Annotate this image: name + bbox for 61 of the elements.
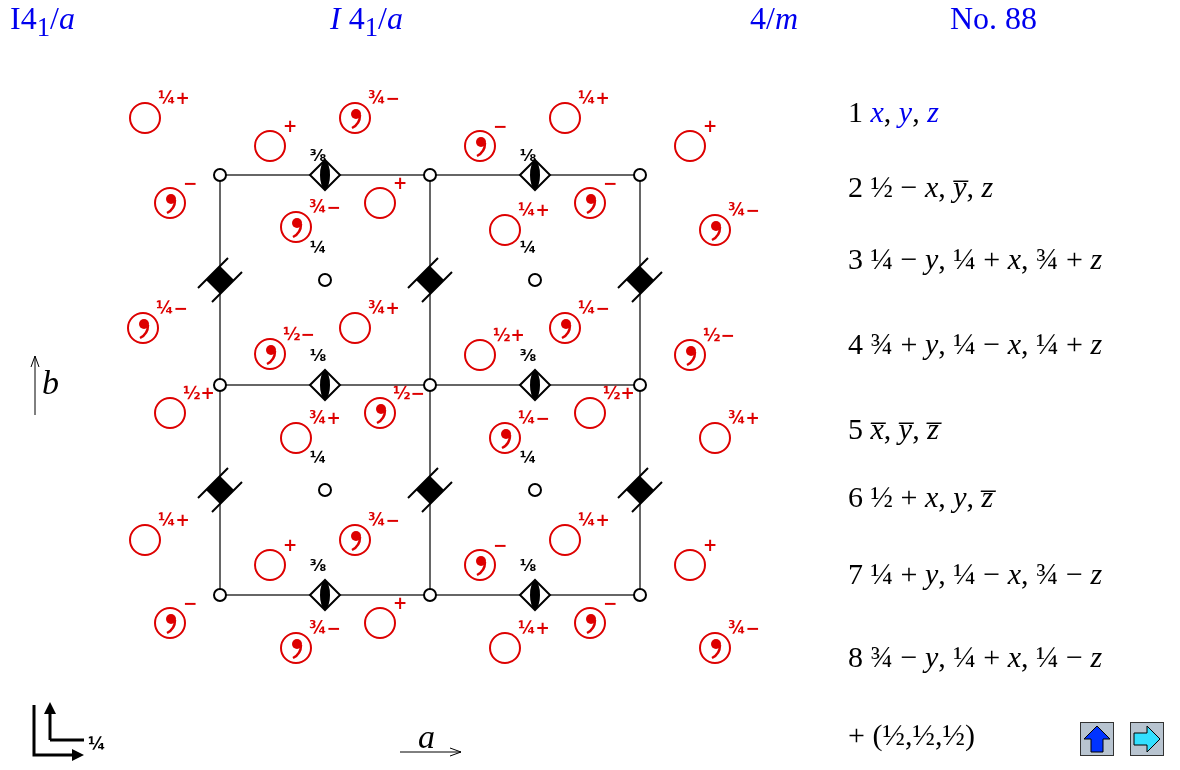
space-group-heading: No. 88 — [950, 2, 1038, 34]
height-label: ⅜ — [519, 348, 537, 364]
height-label: − — [603, 175, 618, 192]
height-label: ¼ — [309, 239, 327, 255]
height-label: + — [283, 537, 298, 554]
height-label: ½− — [703, 327, 735, 344]
height-label: + — [283, 118, 298, 135]
coordinate-triplet: 4 ¾ + y, ¼ − x, ¼ + z — [848, 329, 1103, 359]
height-label: ½+ — [493, 327, 525, 344]
height-label: − — [603, 595, 618, 612]
space-group-heading: I4$_{1}$/a — [10, 2, 75, 42]
height-label: ¾− — [309, 199, 341, 216]
height-label: + — [393, 175, 408, 192]
height-label: ⅜ — [309, 148, 327, 164]
height-label: ¼− — [578, 300, 610, 317]
height-label: ¼+ — [578, 512, 610, 529]
height-label: + — [703, 537, 718, 554]
height-label: ¼+ — [158, 90, 190, 107]
height-label: ¼ — [309, 449, 327, 465]
coordinate-triplet: 6 ½ + x, y, z̅ — [848, 482, 994, 512]
height-label: ¼ — [519, 239, 537, 255]
height-label: ¼ — [519, 449, 537, 465]
height-label: + — [393, 595, 408, 612]
axis-label: a — [418, 720, 435, 754]
height-label: − — [493, 537, 508, 554]
coordinate-triplet: 8 ¾ − y, ¼ + x, ¼ − z — [848, 642, 1103, 672]
space-group-heading: I 4$_{1}$/a — [330, 2, 403, 42]
height-label: ½− — [393, 385, 425, 402]
height-label: ¼ — [88, 736, 106, 753]
axis-label: b — [42, 366, 59, 400]
height-label: ¾+ — [309, 410, 341, 427]
coordinate-triplet: 1 x, y, z — [848, 97, 939, 127]
height-label: + — [703, 118, 718, 135]
height-label: − — [183, 175, 198, 192]
height-label: ¼+ — [158, 512, 190, 529]
height-label: ½+ — [603, 385, 635, 402]
height-label: ¾− — [309, 620, 341, 637]
coordinate-triplet: 2 ½ − x, y̅, z — [848, 172, 994, 202]
height-label: ¼+ — [518, 620, 550, 637]
height-label: ¼− — [518, 410, 550, 427]
height-label: ⅜ — [309, 558, 327, 574]
height-label: − — [493, 118, 508, 135]
height-label: ¾− — [368, 512, 400, 529]
height-label: ¾− — [368, 90, 400, 107]
height-label: ¾− — [728, 620, 760, 637]
height-label: ¾+ — [728, 410, 760, 427]
height-label: ½+ — [183, 385, 215, 402]
coordinate-triplet: 7 ¼ + y, ¼ − x, ¾ − z — [848, 559, 1103, 589]
coordinate-triplet: 3 ¼ − y, ¼ + x, ¾ + z — [848, 244, 1103, 274]
height-label: ⅛ — [519, 148, 537, 164]
height-label: ¼+ — [518, 202, 550, 219]
height-label: ¼+ — [578, 90, 610, 107]
height-label: ¾+ — [368, 300, 400, 317]
coordinate-triplet: + (½,½,½) — [848, 720, 975, 750]
height-label: − — [183, 595, 198, 612]
height-label: ¾− — [728, 202, 760, 219]
height-label: ¼− — [156, 300, 188, 317]
height-label: ⅛ — [309, 348, 327, 364]
height-label: ⅛ — [519, 558, 537, 574]
height-label: ½− — [283, 326, 315, 343]
space-group-heading: 4/m — [750, 2, 798, 34]
